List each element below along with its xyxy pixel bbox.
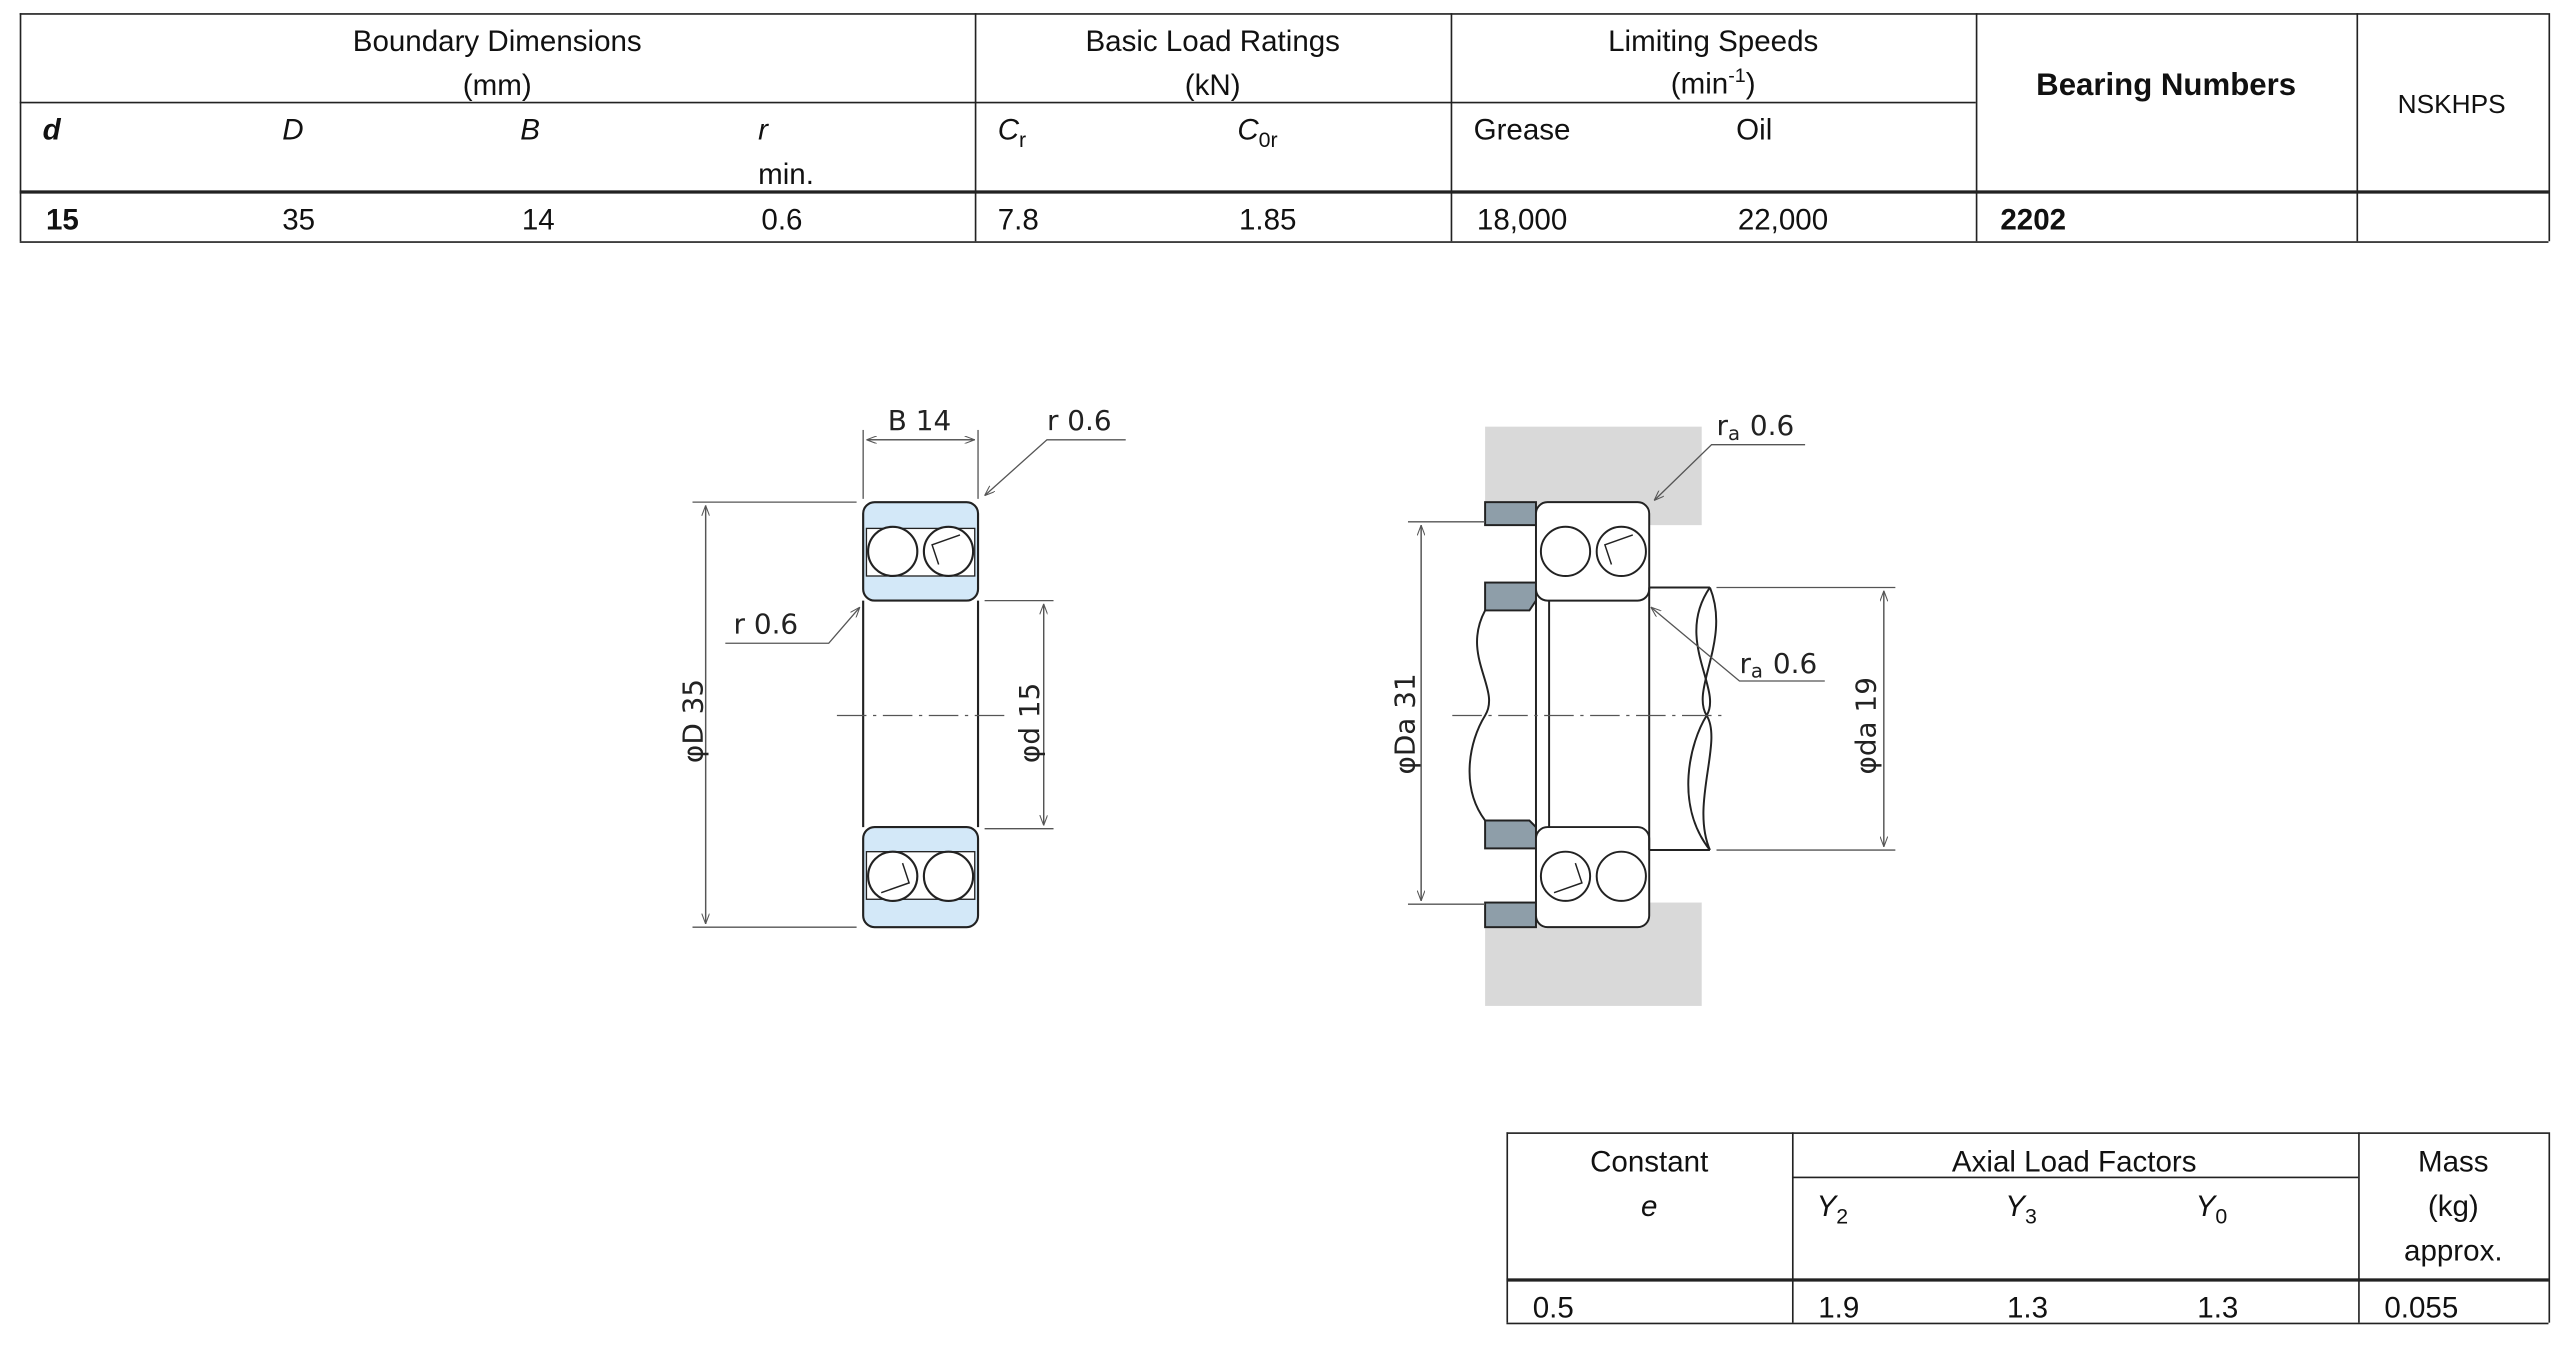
ball (867, 525, 919, 578)
col-grease: Grease (1473, 113, 1571, 147)
bearing-numbers-header: Bearing Numbers (2036, 68, 2297, 104)
cell-Y2: 1.9 (1818, 1291, 1860, 1325)
cell-d: 15 (45, 203, 79, 237)
speed-unit: (min-1) (1670, 63, 1756, 101)
col-r-min: min. (758, 157, 814, 191)
cell-Y3: 1.3 (2006, 1291, 2049, 1325)
cell-D: 35 (282, 203, 316, 237)
col-Cr: Cr (997, 113, 1027, 152)
col-D: D (282, 113, 304, 147)
Y2-header: Y2 (1816, 1189, 1849, 1229)
mass-unit: (kg) (2427, 1189, 2479, 1223)
dim-r-left: r 0.6 (734, 607, 799, 640)
dim-r-top: r 0.6 (1047, 404, 1112, 437)
limiting-speeds-header: Limiting Speeds (1608, 24, 1819, 58)
load-ratings-header: Basic Load Ratings (1085, 24, 1340, 58)
cell-B: 14 (521, 203, 555, 237)
col-oil: Oil (1736, 113, 1773, 147)
col-r: r (758, 113, 768, 147)
boundary-unit: (mm) (462, 68, 532, 102)
ball (867, 850, 919, 902)
cell-bearing-number: 2202 (2000, 203, 2067, 237)
bearing-cross-section (862, 501, 980, 929)
dim-B: B 14 (888, 404, 951, 437)
mass-header: Mass (2418, 1145, 2489, 1179)
e-header: e (1640, 1189, 1658, 1223)
constant-header: Constant (1590, 1145, 1709, 1179)
cell-e: 0.5 (1532, 1291, 1574, 1325)
dim-d: φd 15 (1013, 683, 1046, 763)
dim-da: φda 19 (1850, 677, 1883, 774)
boundary-dimensions-header: Boundary Dimensions (352, 24, 642, 58)
bearing-dimension-lines (692, 429, 1126, 928)
col-B: B (520, 113, 540, 147)
mounting-dimension-lines (1407, 444, 1896, 905)
dim-D: φD 35 (676, 679, 709, 763)
dim-Da: φDa 31 (1389, 673, 1422, 774)
cell-r: 0.6 (761, 203, 803, 237)
nskhps-header: NSKHPS (2397, 91, 2506, 120)
mounting-drawing (1468, 426, 1718, 1006)
axial-load-factors-header: Axial Load Factors (1951, 1145, 2197, 1179)
Y3-header: Y3 (2005, 1189, 2037, 1229)
cell-Cr: 7.8 (997, 203, 1039, 237)
cell-mass: 0.055 (2384, 1291, 2459, 1325)
cell-oil: 22,000 (1737, 203, 1829, 237)
Y0-header: Y0 (2195, 1189, 2228, 1229)
col-d: d (42, 113, 61, 147)
cell-Y0: 1.3 (2197, 1291, 2239, 1325)
cell-C0r: 1.85 (1238, 203, 1297, 237)
cell-grease: 18,000 (1476, 203, 1568, 237)
load-unit: (kN) (1184, 68, 1241, 102)
col-C0r: C0r (1237, 113, 1278, 152)
mass-approx: approx. (2404, 1234, 2503, 1267)
ball (922, 850, 975, 902)
ball (922, 525, 975, 578)
